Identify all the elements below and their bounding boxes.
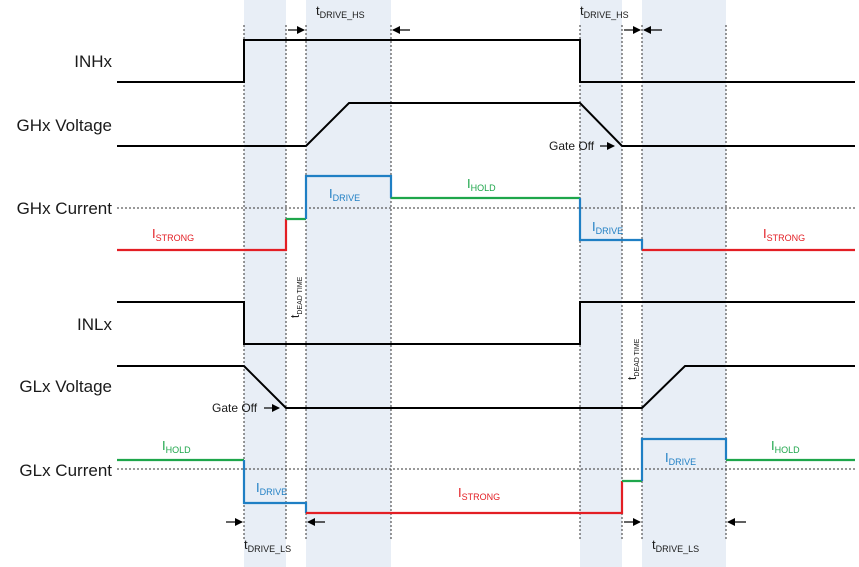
glx-ihold-left-label: IHOLD <box>162 438 191 455</box>
ghx-idrive-hs-label: IDRIVE <box>329 186 360 203</box>
tdrive-ls-label-2: tDRIVE_LS <box>652 537 699 554</box>
inlx-label: INLx <box>77 315 112 334</box>
ghx-current-label: GHx Current <box>17 199 113 218</box>
ghx-istrong-left-label: ISTRONG <box>152 226 194 243</box>
glx-current-waveform <box>117 437 855 515</box>
shaded-bands <box>244 0 726 567</box>
tdead-time-label-ls: tDEAD TIME <box>625 338 641 380</box>
ghx-voltage-waveform <box>117 102 855 147</box>
ghx-ihold-label: IHOLD <box>467 176 496 193</box>
inlx-waveform <box>117 301 855 345</box>
glx-current-label: GLx Current <box>19 461 112 480</box>
ghx-gate-off-label: Gate Off <box>549 139 595 153</box>
ghx-voltage-label: GHx Voltage <box>17 116 112 135</box>
glx-gate-off-label: Gate Off <box>212 401 258 415</box>
ghx-current-waveform <box>117 174 855 252</box>
glx-istrong-label: ISTRONG <box>458 485 500 502</box>
glx-idrive-ls-label: IDRIVE <box>665 450 696 467</box>
tdrive-hs-label-2: tDRIVE_HS <box>580 3 629 20</box>
tdead-time-label-hs: tDEAD TIME <box>288 276 304 318</box>
band-1 <box>244 0 286 567</box>
inhx-waveform <box>117 39 855 83</box>
ghx-idrive-off-label: IDRIVE <box>592 219 623 236</box>
glx-ihold-right-label: IHOLD <box>771 438 800 455</box>
ghx-istrong-right-label: ISTRONG <box>763 226 805 243</box>
tdrive-ls-label-1: tDRIVE_LS <box>244 537 291 554</box>
inhx-label: INHx <box>74 52 112 71</box>
band-3 <box>580 0 622 567</box>
band-2 <box>306 0 391 567</box>
glx-idrive-off-label: IDRIVE <box>256 480 287 497</box>
guide-lines <box>243 25 727 540</box>
band-4 <box>642 0 726 567</box>
glx-voltage-waveform <box>117 365 855 409</box>
tdrive-hs-label-1: tDRIVE_HS <box>316 3 365 20</box>
glx-voltage-label: GLx Voltage <box>19 377 112 396</box>
current-reference-lines <box>117 207 855 470</box>
